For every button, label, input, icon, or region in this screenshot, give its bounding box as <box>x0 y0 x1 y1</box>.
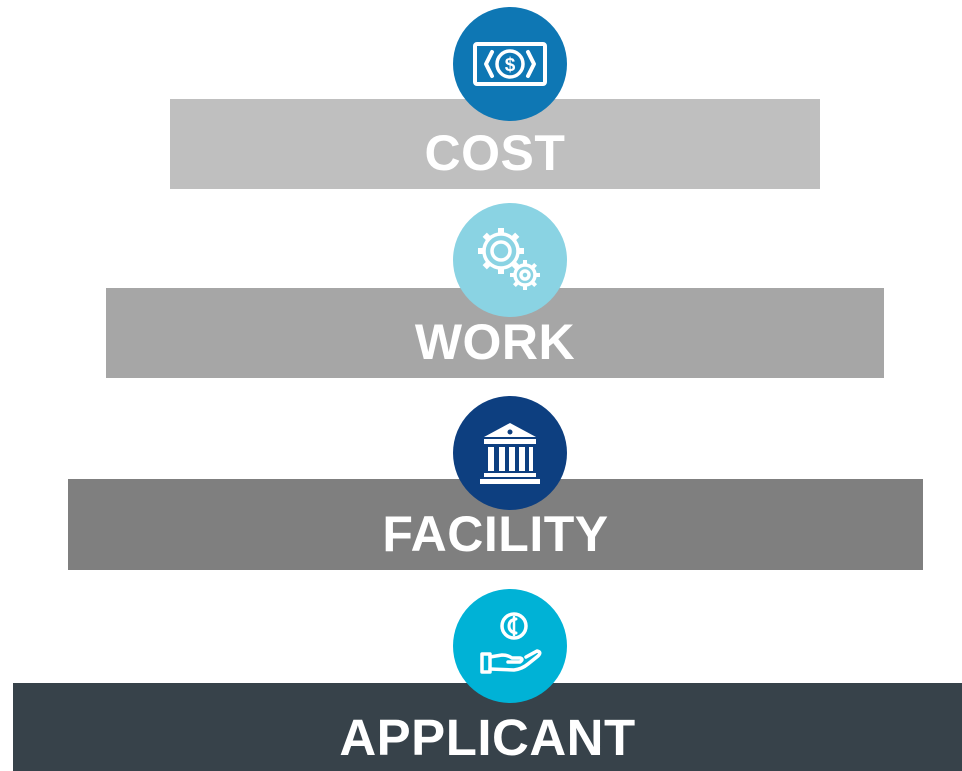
cost-badge: $ <box>453 7 567 121</box>
tier-cost-label: COST <box>424 125 566 181</box>
work-badge <box>453 203 567 317</box>
tier-applicant-label: APPLICANT <box>339 709 636 766</box>
svg-text:$: $ <box>505 55 516 76</box>
tier-applicant: APPLICANT <box>13 683 962 771</box>
facility-badge <box>453 396 567 510</box>
tier-facility-label: FACILITY <box>382 506 609 562</box>
tier-work: WORK <box>106 288 884 378</box>
applicant-badge <box>453 589 567 703</box>
money-bill-icon: $ <box>473 42 547 86</box>
hand-coin-icon <box>480 612 542 674</box>
building-icon <box>480 423 540 484</box>
tier-work-label: WORK <box>414 314 576 370</box>
gears-icon <box>478 228 540 290</box>
